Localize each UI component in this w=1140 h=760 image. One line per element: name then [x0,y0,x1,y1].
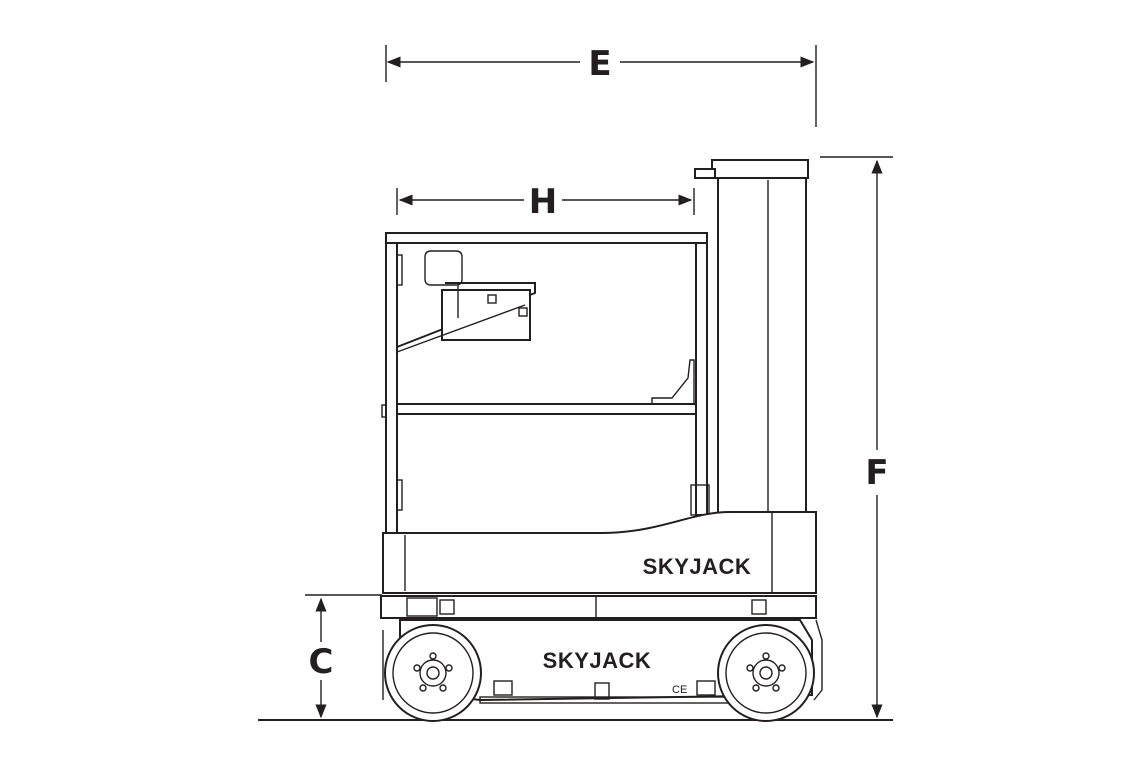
dimension-label-h: H [529,182,557,222]
deck-skyjack-logo: SKYJACK [643,554,752,579]
dimension-h: H [396,182,695,222]
platform-guardrail [381,232,710,536]
chassis-skyjack-logo: SKYJACK [543,648,652,673]
ce-mark: CE [672,684,687,696]
dimension-e: E [385,44,817,127]
chassis: CE SKYJACK [380,595,817,704]
deck: SKYJACK [382,511,817,594]
dimension-label-c: C [309,642,334,682]
rear-wheel [717,624,815,722]
dimension-f: F [820,156,893,719]
dimension-label-f: F [865,453,888,493]
dimension-c: C [305,594,382,719]
mast [694,159,809,519]
dimension-label-e: E [588,44,611,84]
chassis-bumpers [382,619,823,701]
front-wheel [384,624,482,722]
